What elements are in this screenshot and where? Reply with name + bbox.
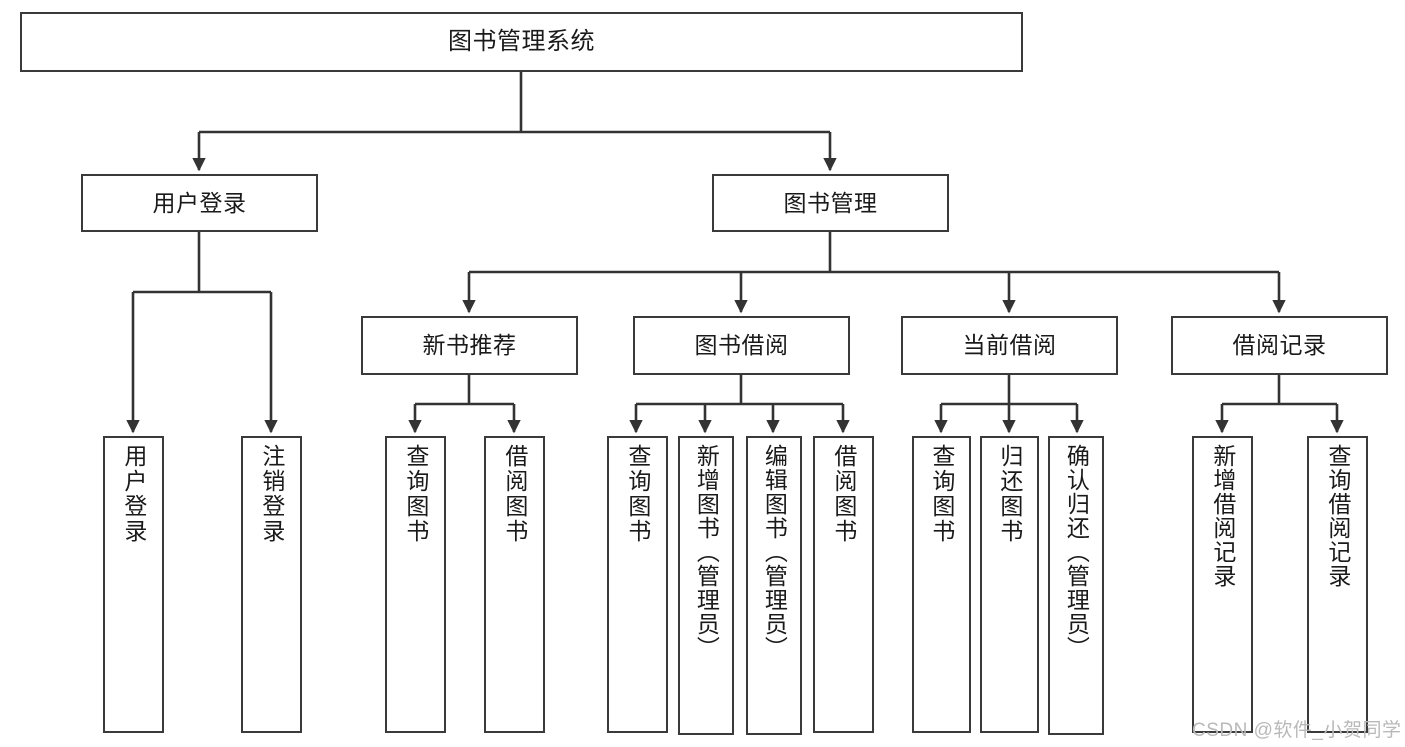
node-leaf-add-record[interactable]: 新增借阅记录	[1192, 436, 1253, 733]
node-leaf-add-book[interactable]: 新增图书（管理员）	[678, 436, 734, 735]
node-leaf-return-book-label: 归还图书	[996, 444, 1023, 544]
node-borrow-record[interactable]: 借阅记录	[1171, 316, 1388, 375]
node-leaf-logout-login[interactable]: 注销登录	[241, 436, 302, 733]
node-book-management-label: 图书管理	[783, 189, 878, 216]
node-leaf-query-record[interactable]: 查询借阅记录	[1307, 436, 1368, 733]
node-leaf-query-book-3[interactable]: 查询图书	[912, 436, 971, 733]
node-root-label: 图书管理系统	[448, 28, 595, 56]
node-leaf-user-login-label: 用户登录	[120, 444, 147, 544]
node-leaf-borrow-book-2[interactable]: 借阅图书	[813, 436, 874, 733]
node-leaf-user-login[interactable]: 用户登录	[103, 436, 164, 733]
node-leaf-borrow-book-1[interactable]: 借阅图书	[484, 436, 545, 733]
node-book-borrow-label: 图书借阅	[694, 332, 789, 359]
node-leaf-query-book-2[interactable]: 查询图书	[607, 436, 668, 733]
node-leaf-confirm-return[interactable]: 确认归还（管理员）	[1048, 436, 1104, 735]
node-current-borrow-label: 当前借阅	[962, 332, 1057, 359]
node-leaf-borrow-book-1-label: 借阅图书	[501, 444, 528, 544]
node-user-login[interactable]: 用户登录	[81, 174, 318, 232]
node-leaf-borrow-book-2-label: 借阅图书	[830, 444, 857, 544]
node-leaf-query-book-1[interactable]: 查询图书	[385, 436, 446, 733]
node-leaf-edit-book[interactable]: 编辑图书（管理员）	[746, 436, 802, 735]
node-leaf-return-book[interactable]: 归还图书	[980, 436, 1039, 733]
node-leaf-query-book-3-label: 查询图书	[928, 444, 955, 544]
node-user-login-label: 用户登录	[152, 189, 247, 216]
csdn-watermark: CSDN @软件_小贺同学	[1192, 720, 1402, 741]
node-leaf-query-record-label: 查询借阅记录	[1324, 444, 1351, 588]
node-book-management[interactable]: 图书管理	[712, 174, 949, 232]
node-leaf-query-book-1-label: 查询图书	[402, 444, 429, 544]
node-leaf-add-record-label: 新增借阅记录	[1209, 444, 1236, 588]
node-book-borrow[interactable]: 图书借阅	[633, 316, 850, 375]
node-leaf-confirm-return-label: 确认归还（管理员）	[1063, 444, 1090, 660]
node-leaf-query-book-2-label: 查询图书	[624, 444, 651, 544]
node-leaf-add-book-label: 新增图书（管理员）	[693, 444, 720, 660]
node-current-borrow[interactable]: 当前借阅	[901, 316, 1118, 375]
node-borrow-record-label: 借阅记录	[1232, 332, 1327, 359]
node-new-book-recommend-label: 新书推荐	[422, 332, 517, 359]
node-leaf-logout-login-label: 注销登录	[258, 444, 285, 544]
node-leaf-edit-book-label: 编辑图书（管理员）	[761, 444, 788, 660]
node-new-book-recommend[interactable]: 新书推荐	[361, 316, 578, 375]
node-root[interactable]: 图书管理系统	[20, 12, 1023, 72]
